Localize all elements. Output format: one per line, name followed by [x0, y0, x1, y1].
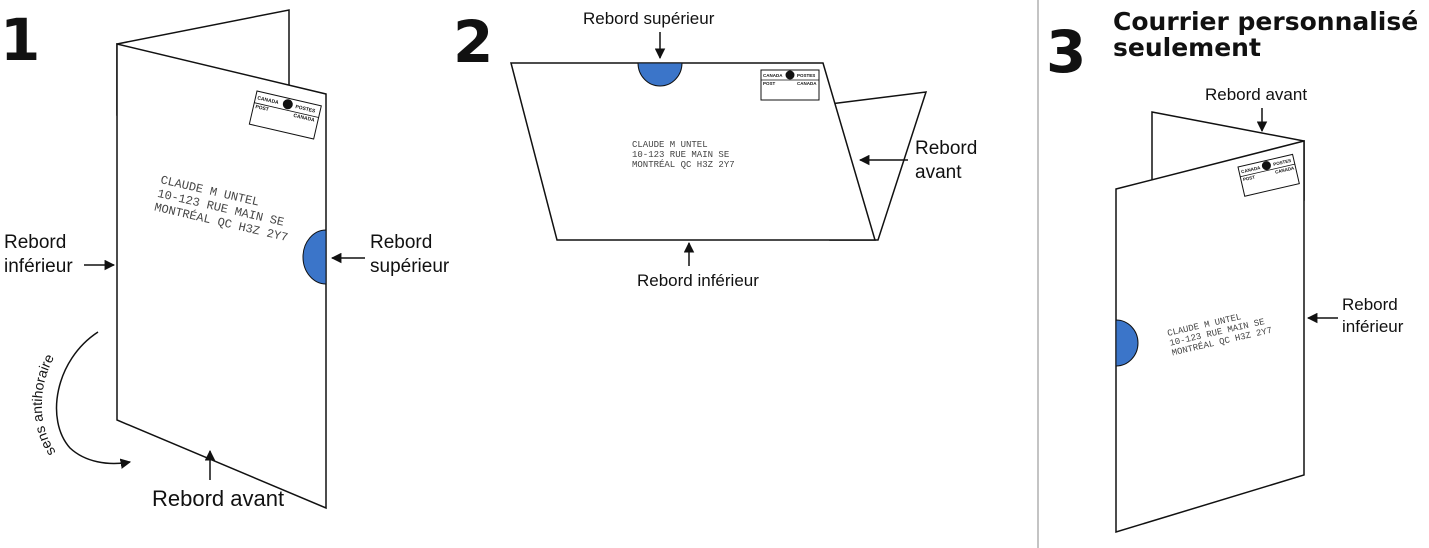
stamp-text: POST	[763, 81, 776, 86]
panel-2: 2 Rebord supérieur CANADA POSTES POST CA…	[453, 8, 977, 290]
label-top-edge: supérieur	[370, 256, 450, 277]
panel-1: 1 CANADA POSTES POST CANADA CLAUDE M UNT…	[0, 6, 450, 511]
label-bottom-edge: inférieur	[1342, 317, 1404, 336]
label-bottom-edge: Rebord inférieur	[637, 271, 759, 290]
stamp-text: POSTES	[1273, 158, 1292, 167]
panel-3: 3 Courrier personnalisé seulement Rebord…	[1046, 7, 1418, 534]
step-number-1: 1	[0, 6, 40, 74]
address-block: CLAUDE M UNTEL 10-123 RUE MAIN SE MONTRÉ…	[632, 140, 735, 170]
rotation-label-path: sens antihoraire	[29, 351, 59, 459]
stamp-text: POSTES	[295, 104, 317, 115]
label-bottom-edge: inférieur	[4, 256, 73, 277]
address-line: 10-123 RUE MAIN SE	[632, 150, 729, 160]
folded-sheet	[1115, 140, 1305, 534]
panel-title: seulement	[1113, 33, 1261, 62]
tab-seal	[302, 229, 327, 285]
label-top-edge: Rebord supérieur	[583, 9, 715, 28]
label-bottom-edge: Rebord	[1342, 295, 1398, 314]
folded-sheet	[116, 43, 327, 510]
tab-seal	[637, 62, 683, 87]
stamp-text: POST	[255, 104, 270, 113]
postage-indicia: CANADA POSTES POST CANADA	[248, 90, 322, 140]
stamp-text: CANADA	[1275, 165, 1296, 174]
postage-indicia: CANADA POSTES POST CANADA	[760, 69, 820, 101]
rotation-label: sens antihoraire	[29, 351, 59, 459]
stamp-text: CANADA	[797, 81, 817, 86]
stamp-text: POSTES	[797, 73, 815, 78]
label-bottom-edge: Rebord	[4, 232, 66, 253]
postage-indicia: CANADA POSTES POST CANADA	[1237, 153, 1300, 197]
label-front-edge: Rebord	[915, 138, 977, 159]
step-number-3: 3	[1046, 18, 1086, 86]
label-front-edge: Rebord avant	[152, 486, 284, 511]
tab-seal	[1115, 319, 1139, 367]
rotation-arrow	[55, 331, 132, 469]
stamp-text: POST	[1242, 174, 1255, 182]
address-line: MONTRÉAL QC H3Z 2Y7	[632, 159, 735, 170]
label-front-edge: Rebord avant	[1205, 85, 1307, 104]
panel-title: Courrier personnalisé	[1113, 7, 1418, 36]
stamp-text: CANADA	[763, 73, 783, 78]
folded-sheet	[510, 62, 877, 241]
stamp-text: CANADA	[257, 95, 280, 106]
label-front-edge: avant	[915, 162, 962, 183]
stamp-text: CANADA	[293, 113, 316, 124]
address-line: CLAUDE M UNTEL	[632, 140, 708, 150]
step-number-2: 2	[453, 8, 493, 76]
label-top-edge: Rebord	[370, 232, 432, 253]
stamp-text: CANADA	[1241, 165, 1262, 174]
